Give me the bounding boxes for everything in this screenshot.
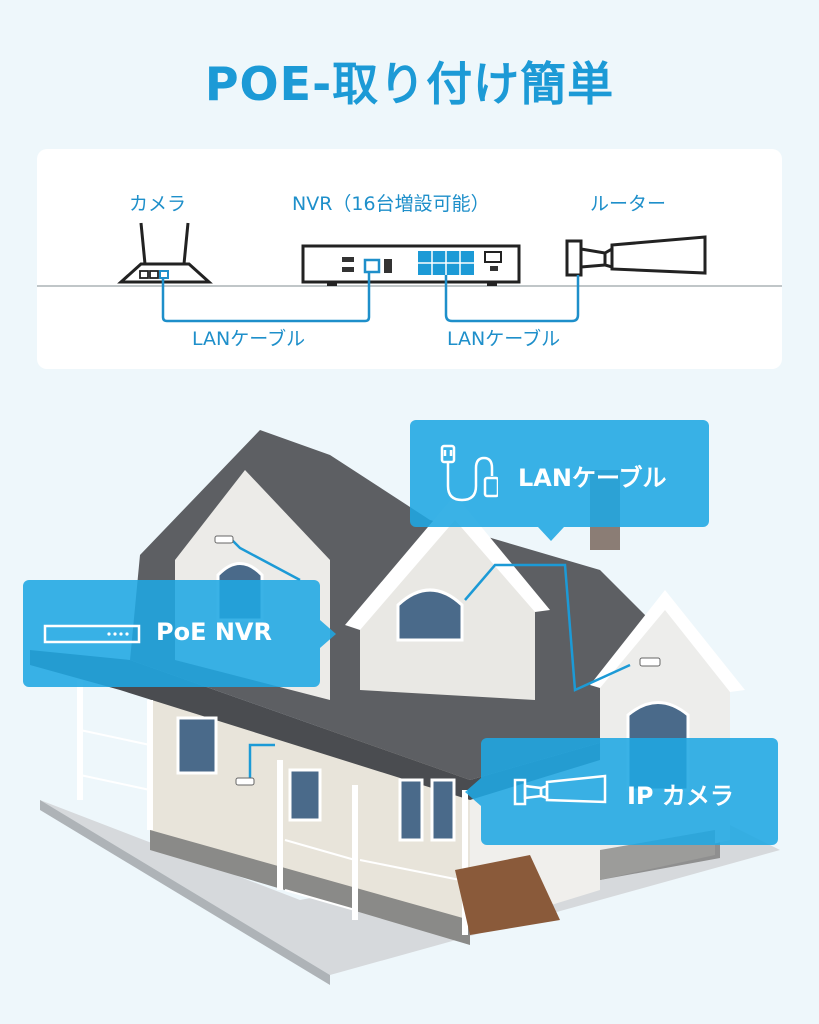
nvr-label: NVR（16台増設可能） [292, 193, 490, 215]
connection-diagram-panel: カメラ NVR（16台増設可能） ルーター LANケーブル LANケーブル [37, 149, 782, 369]
nvr-icon [43, 624, 141, 644]
bullet-camera-icon [565, 235, 707, 277]
callout-ip-camera: IP カメラ [465, 738, 778, 845]
cable-label-right: LANケーブル [447, 328, 561, 350]
lan-cable-lines [161, 273, 580, 323]
camera-label: カメラ [129, 193, 187, 215]
callout-nvr-label: PoE NVR [156, 618, 272, 646]
callout-lan-cable: LANケーブル [410, 420, 709, 541]
page-title: POE-取り付け簡単 [204, 57, 615, 111]
callout-camera-label: IP カメラ [627, 782, 734, 810]
router-icon [117, 222, 213, 284]
callout-lan-label: LANケーブル [518, 464, 667, 492]
bullet-camera-icon [513, 774, 607, 806]
callout-poe-nvr: PoE NVR [23, 580, 336, 687]
nvr-icon [301, 244, 521, 286]
cable-label-left: LANケーブル [192, 328, 306, 350]
lan-cable-icon [440, 444, 498, 502]
diagram-graphics [37, 222, 782, 323]
router-label: ルーター [590, 193, 667, 215]
